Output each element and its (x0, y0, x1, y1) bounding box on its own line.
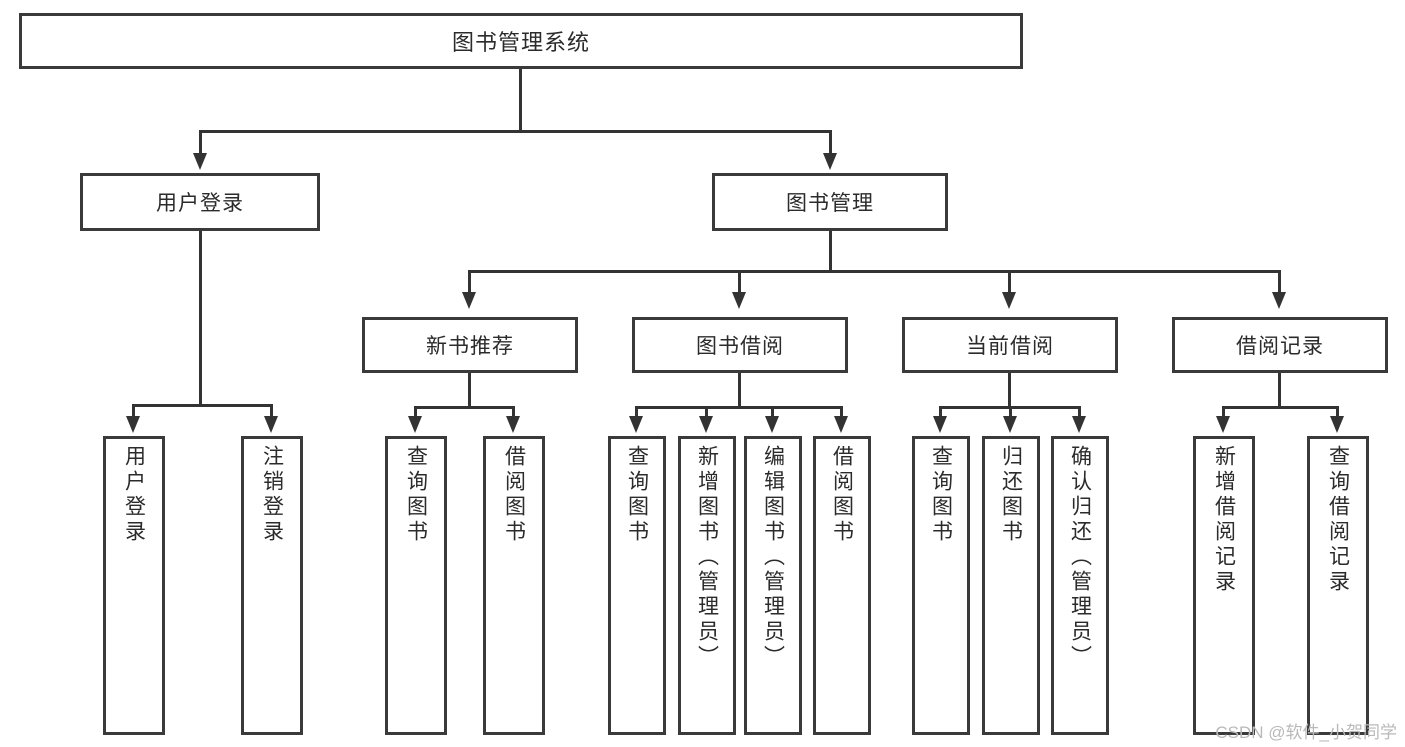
arrow-br-leaf-1 (1216, 416, 1230, 433)
arrow-leaf-logout (264, 416, 278, 433)
arrow-bb-leaf-4 (834, 416, 848, 433)
leaf-user-login-login[interactable]: 用户登录 (103, 436, 165, 735)
connector-new-book-stem (468, 373, 471, 407)
arrow-bb-leaf-2 (699, 416, 713, 433)
leaf-label: 归还图书 (999, 445, 1023, 545)
arrow-leaf-user-login (126, 416, 140, 433)
leaf-new-book-query-book[interactable]: 查询图书 (385, 436, 447, 735)
connector-drop-user-login (199, 130, 202, 157)
leaf-label: 确认归还（管理员） (1068, 445, 1092, 670)
node-root-book-management-system[interactable]: 图书管理系统 (19, 13, 1023, 69)
csdn-watermark: CSDN @软件_小贺同学 (1215, 723, 1397, 742)
connector-drop-cb-leaf-3 (1078, 406, 1081, 418)
connector-drop-borrow-record (1278, 270, 1281, 294)
connector-drop-bb-leaf-1 (635, 406, 638, 418)
connector-borrow-record-stem (1278, 373, 1281, 407)
connector-drop-leaf-logout (270, 404, 273, 418)
connector-book-borrow-stem (738, 373, 741, 407)
connector-drop-br-leaf-1 (1222, 406, 1225, 418)
leaf-current-borrow-query-book[interactable]: 查询图书 (912, 436, 970, 735)
arrow-cb-leaf-1 (933, 416, 947, 433)
connector-drop-bb-leaf-2 (705, 406, 708, 418)
connector-book-borrow-bus (635, 406, 842, 409)
connector-book-management-stem (829, 231, 832, 271)
connector-drop-nb-leaf-1 (414, 406, 417, 418)
node-user-login[interactable]: 用户登录 (80, 173, 320, 231)
node-label: 图书管理系统 (451, 30, 590, 55)
leaf-label: 新增图书（管理员） (695, 445, 719, 670)
node-label: 当前借阅 (966, 335, 1054, 358)
node-label: 图书借阅 (696, 335, 784, 358)
connector-book-management-bus (468, 270, 1280, 273)
arrow-br-leaf-2 (1330, 416, 1344, 433)
node-borrow-record[interactable]: 借阅记录 (1172, 317, 1388, 373)
leaf-book-borrow-add-book-admin[interactable]: 新增图书（管理员） (678, 436, 736, 735)
node-label: 借阅记录 (1236, 335, 1324, 358)
leaf-label: 编辑图书（管理员） (761, 445, 785, 670)
leaf-book-borrow-borrow-book[interactable]: 借阅图书 (813, 436, 871, 735)
connector-drop-bb-leaf-4 (840, 406, 843, 418)
node-book-management[interactable]: 图书管理 (712, 173, 948, 231)
leaf-label: 新增借阅记录 (1212, 445, 1236, 595)
connector-drop-book-management (829, 130, 832, 157)
connector-borrow-record-bus (1222, 406, 1338, 409)
node-current-borrow[interactable]: 当前借阅 (902, 317, 1118, 373)
connector-drop-new-book (468, 270, 471, 294)
arrow-book-management (823, 153, 837, 170)
arrow-book-borrow (732, 292, 746, 309)
connector-drop-nb-leaf-2 (512, 406, 515, 418)
leaf-new-book-borrow-book[interactable]: 借阅图书 (483, 436, 545, 735)
connector-root-stem (519, 69, 522, 131)
arrow-user-login (193, 153, 207, 170)
connector-drop-cb-leaf-1 (939, 406, 942, 418)
connector-user-login-bus (132, 404, 272, 407)
leaf-current-borrow-confirm-return-admin[interactable]: 确认归还（管理员） (1051, 436, 1109, 735)
connector-drop-book-borrow (738, 270, 741, 294)
leaf-book-borrow-edit-book-admin[interactable]: 编辑图书（管理员） (744, 436, 802, 735)
leaf-borrow-record-query-record[interactable]: 查询借阅记录 (1307, 436, 1369, 735)
arrow-cb-leaf-3 (1072, 416, 1086, 433)
arrow-nb-leaf-2 (506, 416, 520, 433)
leaf-label: 查询图书 (929, 445, 953, 545)
node-label: 图书管理 (786, 192, 874, 215)
arrow-bb-leaf-1 (629, 416, 643, 433)
arrow-current-borrow (1002, 292, 1016, 309)
leaf-current-borrow-return-book[interactable]: 归还图书 (982, 436, 1040, 735)
leaf-label: 注销登录 (260, 445, 284, 545)
connector-current-borrow-stem (1008, 373, 1011, 407)
arrow-cb-leaf-2 (1003, 416, 1017, 433)
arrow-new-book (462, 292, 476, 309)
leaf-user-login-logout[interactable]: 注销登录 (241, 436, 303, 735)
leaf-label: 查询图书 (625, 445, 649, 545)
connector-new-book-bus (414, 406, 514, 409)
leaf-label: 借阅图书 (502, 445, 526, 545)
node-book-borrow[interactable]: 图书借阅 (632, 317, 848, 373)
connector-drop-current-borrow (1008, 270, 1011, 294)
connector-drop-leaf-user-login (132, 404, 135, 418)
connector-drop-br-leaf-2 (1336, 406, 1339, 418)
node-label: 新书推荐 (426, 335, 514, 358)
connector-drop-bb-leaf-3 (771, 406, 774, 418)
arrow-bb-leaf-3 (765, 416, 779, 433)
leaf-label: 用户登录 (122, 445, 146, 545)
node-new-book-recommend[interactable]: 新书推荐 (362, 317, 578, 373)
leaf-borrow-record-add-record[interactable]: 新增借阅记录 (1193, 436, 1255, 735)
leaf-label: 借阅图书 (830, 445, 854, 545)
connector-root-bus (199, 130, 832, 133)
connector-user-login-stem (199, 231, 202, 406)
leaf-book-borrow-query-book[interactable]: 查询图书 (608, 436, 666, 735)
arrow-nb-leaf-1 (408, 416, 422, 433)
leaf-label: 查询借阅记录 (1326, 445, 1350, 595)
connector-drop-cb-leaf-2 (1009, 406, 1012, 418)
node-label: 用户登录 (156, 192, 244, 215)
leaf-label: 查询图书 (404, 445, 428, 545)
arrow-borrow-record (1272, 292, 1286, 309)
